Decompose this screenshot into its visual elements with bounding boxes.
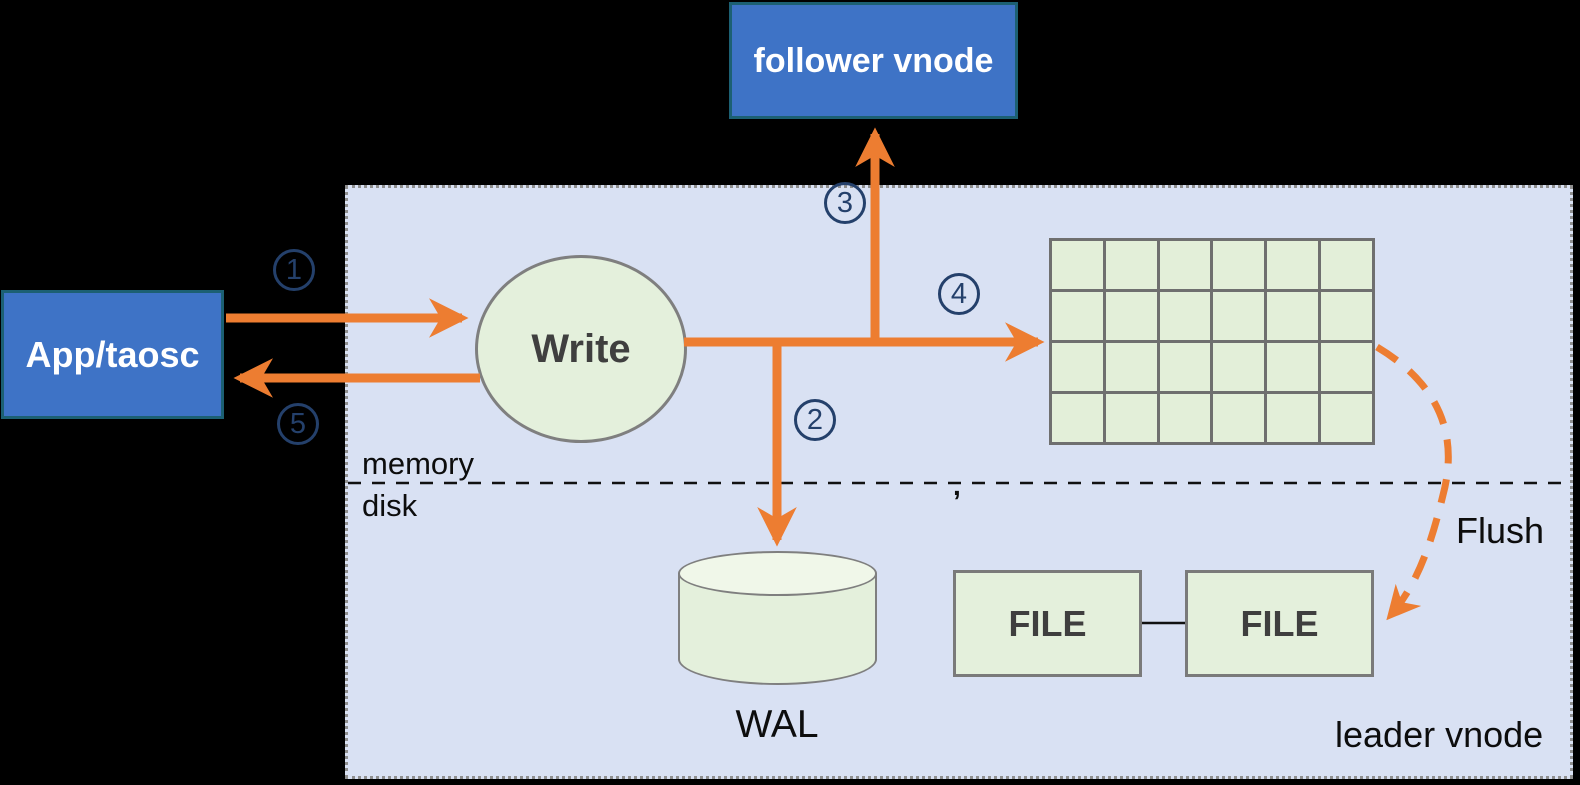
memory-table-cell <box>1213 343 1265 391</box>
step-circle-3: 3 <box>824 182 866 224</box>
memory-table-cell <box>1052 292 1103 340</box>
memory-table-cell <box>1213 394 1265 442</box>
leader-vnode-label: leader vnode <box>1335 714 1544 755</box>
file-left-label: FILE <box>1008 602 1087 644</box>
memory-label: memory <box>362 446 474 481</box>
memory-table-cell <box>1321 343 1372 391</box>
step-circle-4: 4 <box>938 273 980 315</box>
step-circle-2: 2 <box>794 399 836 441</box>
memory-table-cell <box>1105 292 1157 340</box>
memory-table-cell <box>1052 394 1103 442</box>
memory-table-cell <box>1159 292 1211 340</box>
memory-table-cell <box>1159 394 1211 442</box>
wal-cylinder <box>678 551 877 685</box>
memory-table-cell <box>1105 343 1157 391</box>
memory-table-cell <box>1052 241 1103 289</box>
memory-table-grid <box>1049 238 1375 445</box>
memory-table-cell <box>1321 292 1372 340</box>
step-circle-1: 1 <box>273 249 315 291</box>
write-label: Write <box>531 326 631 371</box>
write-node: Write <box>475 255 687 443</box>
file-node-left: FILE <box>953 570 1142 677</box>
file-right-label: FILE <box>1240 602 1319 644</box>
memory-table-cell <box>1052 343 1103 391</box>
memory-table-cell <box>1159 343 1211 391</box>
memory-table-cell <box>1213 292 1265 340</box>
memory-table-cell <box>1267 394 1319 442</box>
memory-table-cell <box>1267 343 1319 391</box>
flush-label: Flush <box>1456 510 1545 551</box>
memory-table-cell <box>1321 394 1372 442</box>
wal-cylinder-top <box>678 551 877 596</box>
memory-table-cell <box>1267 292 1319 340</box>
disk-label: disk <box>362 488 418 523</box>
memory-table-cell <box>1105 394 1157 442</box>
wal-label: WAL <box>735 703 819 746</box>
follower-vnode-label: follower vnode <box>753 41 994 80</box>
follower-vnode-node: follower vnode <box>729 2 1018 119</box>
memory-table-cell <box>1321 241 1372 289</box>
memory-table-cell <box>1267 241 1319 289</box>
memory-table-cell <box>1105 241 1157 289</box>
memory-table-cell <box>1159 241 1211 289</box>
app-taosc-label: App/taosc <box>25 333 200 375</box>
step-circle-5: 5 <box>277 403 319 445</box>
app-taosc-node: App/taosc <box>1 290 224 419</box>
memory-table-cell <box>1213 241 1265 289</box>
file-node-right: FILE <box>1185 570 1374 677</box>
stray-comma-mark: , <box>953 470 961 501</box>
